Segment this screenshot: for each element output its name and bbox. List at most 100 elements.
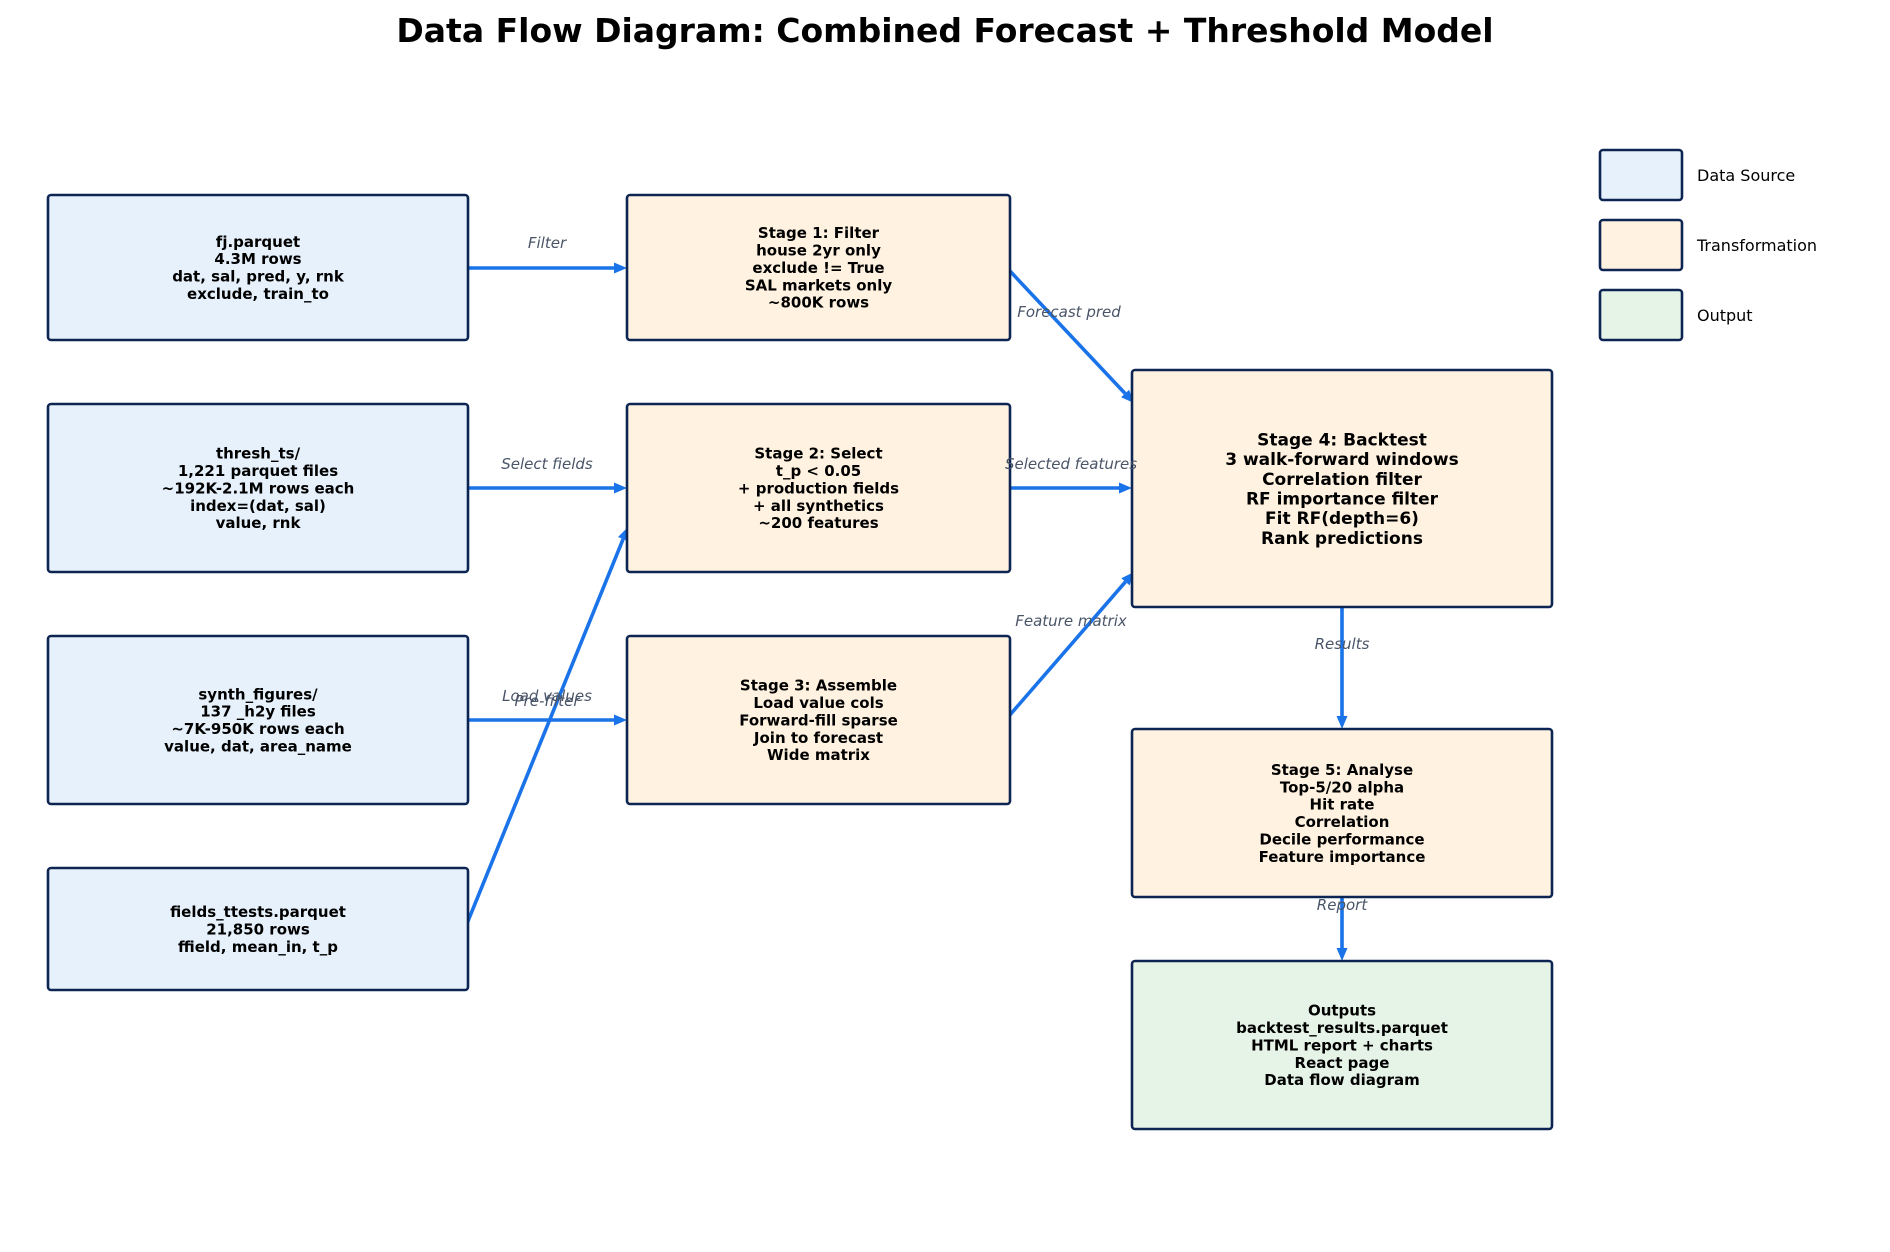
edge-label: Report [1317,896,1369,914]
node-title: Outputs [1308,1002,1376,1020]
arrowhead-icon [1336,716,1348,729]
node-box [1130,959,1554,1131]
node-box [46,866,470,992]
node-detail-line: Rank predictions [1261,529,1423,549]
edge-label: Select fields [501,455,593,473]
edge-synth-s3 [468,714,627,726]
node-detail-line: Top-5/20 alpha [1280,778,1404,796]
edge-s4-s5 [1336,607,1348,729]
node-detail-line: exclude, train_to [187,285,329,303]
edge-label: Load values [502,687,592,705]
arrowhead-icon [614,262,627,274]
node-detail-line: React page [1295,1054,1390,1072]
edge-s3-s4 [1007,572,1134,718]
edge-s5-out [1336,897,1348,961]
edge-fields-s2 [464,527,629,927]
node-title: fj.parquet [216,233,300,251]
node-title: Stage 1: Filter [758,224,880,242]
node-box [46,193,470,342]
node-detail-line: Correlation [1295,813,1390,831]
node-detail-line: Data flow diagram [1264,1071,1419,1089]
node-box [625,193,1012,342]
node-detail-line: ~7K-950K rows each [171,720,344,738]
legend-swatch [1598,218,1684,272]
edge-fj-s1 [468,262,627,274]
node-title: synth_figures/ [198,685,318,703]
node-box [625,402,1012,574]
node-detail-line: SAL markets only [745,276,893,294]
node-detail-line: HTML report + charts [1251,1036,1433,1054]
node-detail-line: ffield, mean_in, t_p [178,938,338,956]
node-detail-line: 3 walk-forward windows [1225,450,1459,470]
legend-item-output: Output [1598,288,1753,342]
node-detail-line: Decile performance [1259,831,1424,849]
arrowhead-icon [614,714,627,726]
node-detail-line: dat, sal, pred, y, rnk [172,268,345,286]
edge-s2-s4 [1010,482,1132,494]
legend-item-transform: Transformation [1598,218,1817,272]
edge-line [464,538,625,927]
node-detail-line: ~200 features [758,514,878,532]
node-detail-line: value, dat, area_name [164,738,352,756]
node-detail-line: 4.3M rows [214,250,301,268]
edge-label: Pre-filter [515,692,581,710]
legend-label: Output [1697,306,1753,325]
edge-label: Results [1315,635,1370,653]
node-box [1130,368,1554,609]
edge-s1-s4 [1007,268,1134,403]
legend-label: Data Source [1697,166,1795,185]
node-detail-line: house 2yr only [756,242,881,260]
legend-swatch [1598,148,1684,202]
legend-swatch [1598,288,1684,342]
arrowhead-icon [1119,482,1132,494]
node-detail-line: index=(dat, sal) [190,497,326,515]
node-title: Stage 2: Select [754,445,882,463]
node-detail-line: Hit rate [1310,796,1375,814]
node-title: thresh_ts/ [216,445,301,463]
node-synth: synth_figures/137 _h2y files~7K-950K row… [46,634,470,806]
node-title: Stage 4: Backtest [1257,430,1427,450]
legend-label: Transformation [1696,236,1817,255]
node-detail-line: Join to forecast [753,729,883,747]
edge-label: Feature matrix [1015,612,1127,630]
edge-thresh-s2 [468,482,627,494]
node-box [1130,727,1554,899]
node-detail-line: Wide matrix [767,746,870,764]
node-detail-line: Load value cols [753,694,883,712]
node-detail-line: backtest_results.parquet [1236,1019,1448,1037]
node-detail-line: Forward-fill sparse [739,711,898,729]
node-detail-line: Fit RF(depth=6) [1265,509,1419,529]
node-detail-line: + production fields [738,479,899,497]
node-detail-line: Feature importance [1259,848,1426,866]
edge-label: Filter [528,234,567,252]
edge-label: Forecast pred [1017,303,1121,321]
node-box [46,634,470,806]
node-detail-line: t_p < 0.05 [776,462,861,480]
node-detail-line: 1,221 parquet files [178,462,338,480]
node-thresh: thresh_ts/1,221 parquet files~192K-2.1M … [46,402,470,574]
node-title: Stage 5: Analyse [1271,761,1413,779]
node-detail-line: ~192K-2.1M rows each [162,479,355,497]
node-detail-line: 137 _h2y files [200,703,316,721]
node-detail-line: value, rnk [216,514,302,532]
node-detail-line: Correlation filter [1262,470,1422,490]
node-detail-line: exclude != True [752,259,884,277]
node-title: fields_ttests.parquet [170,903,346,921]
legend-item-source: Data Source [1598,148,1795,202]
arrowhead-icon [1336,948,1348,961]
node-detail-line: RF importance filter [1246,489,1439,509]
edge-line [1007,580,1127,718]
edges-layer [464,262,1348,961]
node-box [625,634,1012,806]
